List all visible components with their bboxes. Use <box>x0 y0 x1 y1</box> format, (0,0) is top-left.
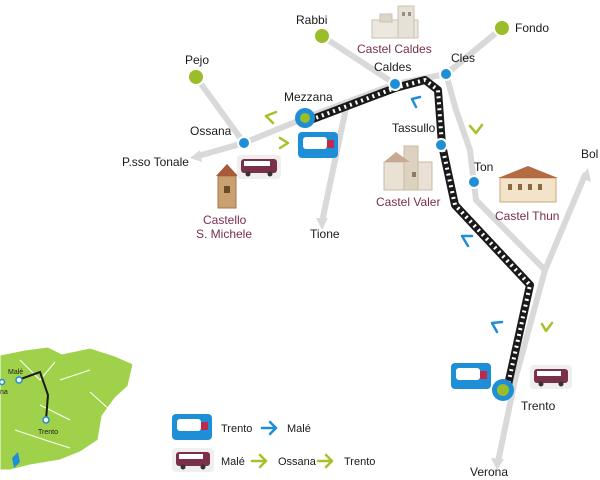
label-castel-caldes: Castel Caldes <box>357 42 432 56</box>
arrow-right-icon <box>316 453 334 469</box>
road-tione <box>319 105 349 225</box>
inset-left-dot <box>0 378 6 386</box>
pejo-dot <box>187 68 205 86</box>
legend-train-to: Malé <box>287 423 311 435</box>
legend: Trento Malé Malé Ossana Trento <box>172 414 375 472</box>
bus-icon <box>237 155 281 179</box>
arrow-bus-1 <box>264 110 278 125</box>
legend-bus-stop3: Trento <box>344 456 375 468</box>
legend-bus-row: Malé Ossana Trento <box>172 448 375 472</box>
castle-caldes-icon <box>371 5 419 39</box>
arrow-bus-2 <box>278 136 290 150</box>
label-castel-thun: Castel Thun <box>495 209 559 223</box>
station-ossana <box>237 136 251 150</box>
direction-arrows <box>264 95 554 334</box>
road-tonale <box>195 140 247 159</box>
fondo-dot <box>493 19 511 37</box>
station-tassullo <box>434 138 448 152</box>
train-icon <box>298 132 338 158</box>
inset-label-male: Malé <box>8 369 23 376</box>
legend-bus-stop2: Ossana <box>278 456 317 468</box>
label-cles: Cles <box>451 51 475 65</box>
label-ton: Ton <box>474 160 493 174</box>
station-ton <box>467 175 481 189</box>
arrow-right-icon <box>260 420 278 436</box>
inset-region-map: Malé Trento na <box>0 346 134 471</box>
bus-icon <box>530 365 572 389</box>
arrow-train-2 <box>490 320 504 334</box>
train-icon <box>451 363 491 389</box>
label-castel-valer: Castel Valer <box>376 195 440 209</box>
inset-rail-line <box>17 370 50 421</box>
label-tassullo: Tassullo <box>392 121 436 135</box>
station-cles <box>439 67 453 81</box>
legend-bus-stop1: Malé <box>221 456 245 468</box>
arrow-bus-4 <box>540 321 554 333</box>
label-caldes: Caldes <box>374 60 411 74</box>
arrow-train-3 <box>410 95 422 109</box>
inset-lake <box>12 452 20 468</box>
road-fondo <box>443 25 505 77</box>
label-tione: Tione <box>310 227 340 241</box>
road-pejo <box>193 74 247 146</box>
label-rabbi: Rabbi <box>296 13 327 27</box>
castle-labels: Castel Caldes Castello S. Michele Castel… <box>196 42 559 241</box>
label-fondo: Fondo <box>515 21 549 35</box>
label-mezzana: Mezzana <box>284 90 333 104</box>
station-dots[interactable] <box>237 67 514 401</box>
station-caldes <box>388 77 402 91</box>
road-arrowheads <box>190 150 591 470</box>
tower-san-michele-icon <box>216 164 238 209</box>
rabbi-dot <box>313 27 331 45</box>
terminus-dots <box>187 19 511 86</box>
inset-trento-dot <box>42 416 50 424</box>
road-arrow-tione <box>316 218 328 230</box>
label-ossana: Ossana <box>190 124 232 138</box>
road-rabbi <box>319 33 398 87</box>
place-labels: Rabbi Pejo Fondo Caldes Cles Mezzana Oss… <box>122 13 598 479</box>
road-arrow-tonale <box>190 150 202 162</box>
arrow-train-1 <box>460 234 474 248</box>
station-mezzana <box>295 108 315 128</box>
inset-male-dot <box>15 376 23 384</box>
castle-valer-icon <box>383 145 433 191</box>
castle-thun-icon <box>498 166 558 203</box>
station-trento <box>492 379 514 401</box>
label-bolzano: Bol <box>581 147 598 161</box>
label-san-michele: S. Michele <box>196 227 252 241</box>
label-trento: Trento <box>521 399 556 413</box>
label-pejo: Pejo <box>185 53 209 67</box>
label-verona: Verona <box>470 465 508 479</box>
road-valley <box>443 71 549 465</box>
label-passo-tonale: P.sso Tonale <box>122 155 189 169</box>
label-castello: Castello <box>203 213 247 227</box>
inset-label-trento: Trento <box>38 429 58 436</box>
arrow-bus-3 <box>468 123 484 135</box>
legend-train-from: Trento <box>221 423 252 435</box>
road-arrow-bolzano <box>580 168 591 182</box>
inset-label-partial: na <box>0 389 8 396</box>
road-arrow-verona <box>491 458 504 470</box>
legend-train-row: Trento Malé <box>172 414 311 440</box>
road-bolzano <box>542 172 588 273</box>
inset-region-shape <box>0 346 134 471</box>
arrow-right-icon <box>250 453 268 469</box>
